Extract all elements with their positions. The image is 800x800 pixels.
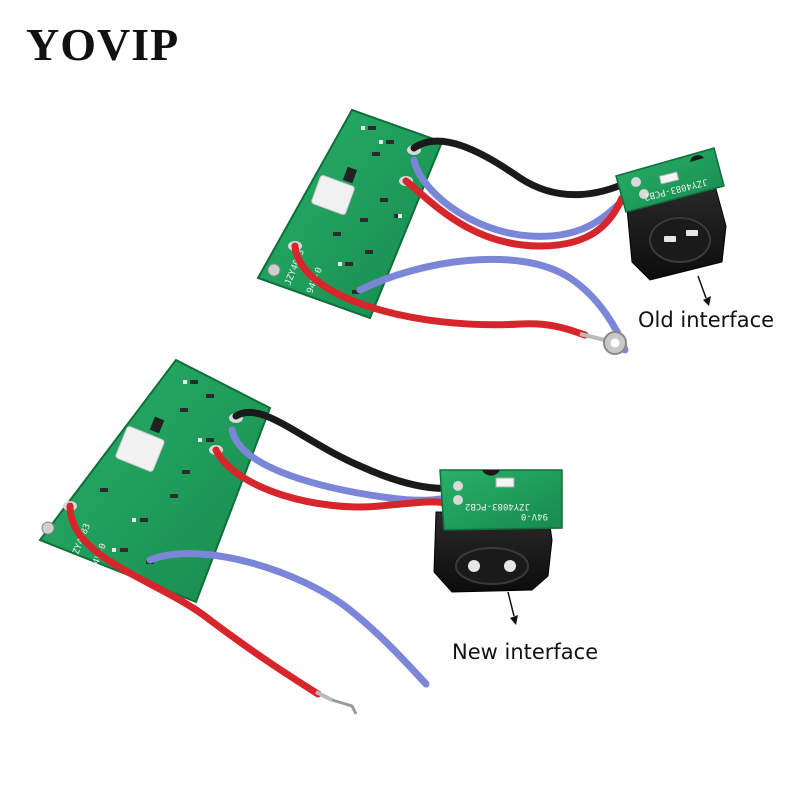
connector-board-marking-bottom: JZY4083-PCB2 xyxy=(465,501,530,511)
old-interface-label: Old interface xyxy=(638,308,775,332)
new-interface-assembly: JZY4083 94V-0 JZ xyxy=(38,358,563,715)
wire-end-bottom xyxy=(315,690,358,715)
main-pcb-bottom: JZY4083 94V-0 xyxy=(38,358,272,604)
ring-terminal-top xyxy=(579,331,627,355)
main-pcb-top: JZY4083 94V-0 xyxy=(256,108,444,320)
old-interface-arrow xyxy=(697,275,711,306)
connector-board-new: JZY4083-PCB2 94V-0 xyxy=(433,469,563,593)
old-interface-assembly: JZY4083 94V-0 xyxy=(256,108,727,355)
connector-board-rating-bottom: 94V-0 xyxy=(521,511,548,521)
brand-logo: YOVIP xyxy=(26,19,180,70)
new-interface-label: New interface xyxy=(452,640,599,664)
wires-bottom xyxy=(66,408,456,698)
new-interface-arrow xyxy=(507,591,518,625)
connector-board-old: JZY4083-PCB2 xyxy=(615,147,727,281)
wires-top xyxy=(291,137,632,354)
